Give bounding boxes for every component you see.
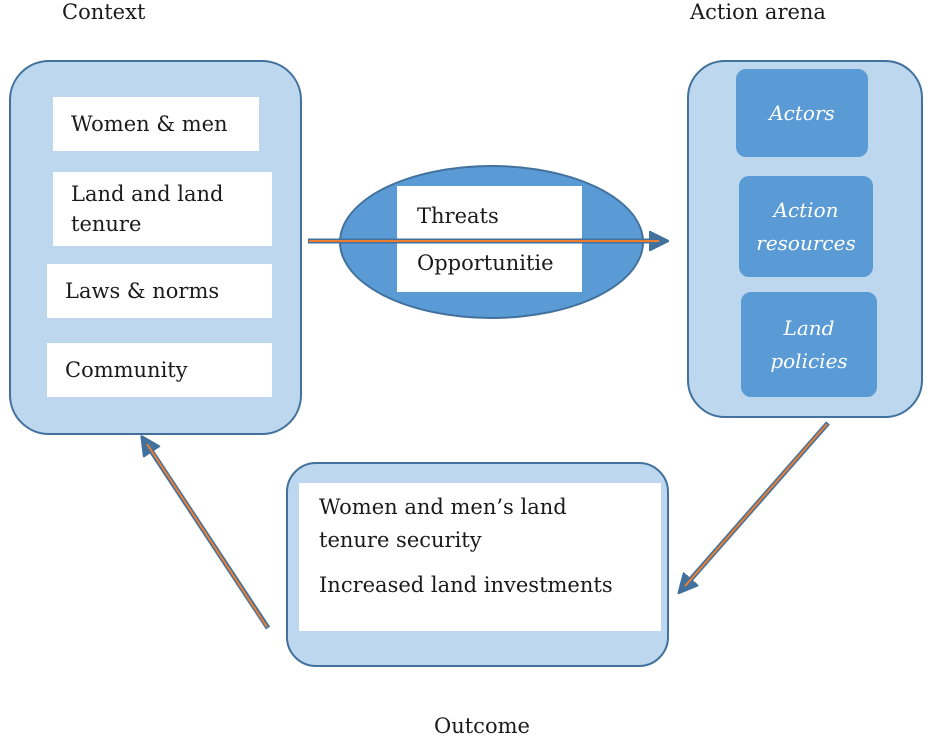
context-item-community: Community bbox=[47, 343, 272, 397]
action-item-action-resources: Action resources bbox=[739, 176, 873, 277]
action-arena-heading: Action arena bbox=[690, 0, 826, 24]
outcome-box: Women and men’s land tenure security Inc… bbox=[299, 483, 661, 631]
outcome-item-tenure-security: Women and men’s land tenure security bbox=[319, 495, 567, 552]
outcome-heading: Outcome bbox=[434, 714, 530, 738]
context-heading: Context bbox=[62, 0, 146, 24]
arrow-action-to-outcome bbox=[684, 421, 830, 587]
context-item-laws-norms: Laws & norms bbox=[47, 264, 272, 318]
threats-label: Threats bbox=[417, 203, 499, 228]
action-item-land-policies: Land policies bbox=[741, 292, 877, 397]
action-item-actors: Actors bbox=[736, 69, 868, 157]
opportunities-label: Opportunitie bbox=[417, 250, 554, 275]
context-item-land-tenure: Land and land tenure bbox=[53, 172, 272, 246]
outcome-item-land-investments: Increased land investments bbox=[319, 573, 613, 597]
arrow-outcome-to-context bbox=[146, 443, 271, 630]
context-item-women-men: Women & men bbox=[53, 97, 259, 151]
